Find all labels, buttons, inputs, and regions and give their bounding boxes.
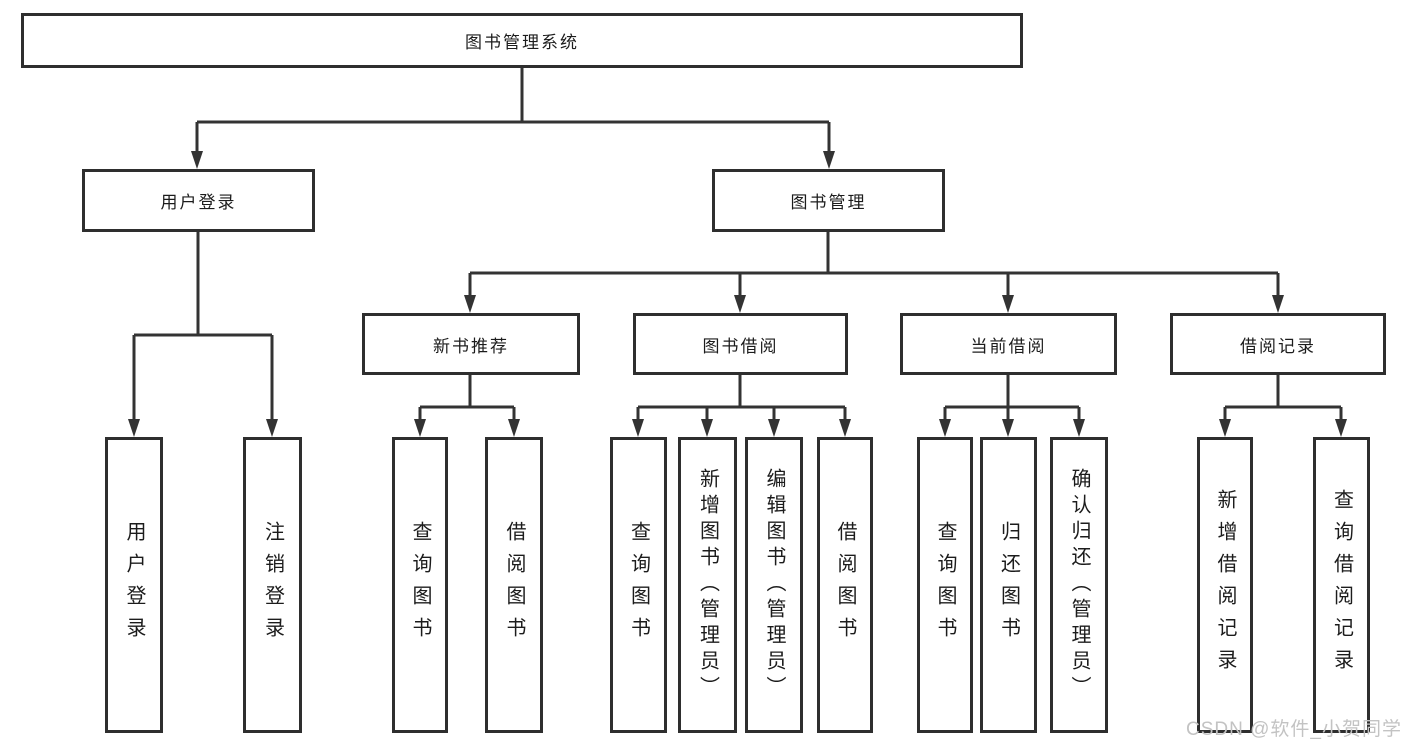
leaf-borrow-books-2: 借阅图书 <box>817 437 873 733</box>
connector-borrow-records <box>1219 375 1347 437</box>
leaf-query-books-2-label: 查询图书 <box>627 521 650 649</box>
node-root: 图书管理系统 <box>21 13 1023 68</box>
connector-current-borrow <box>939 375 1085 437</box>
leaf-edit-book-admin: 编辑图书（管理员） <box>745 437 803 733</box>
node-book-borrow: 图书借阅 <box>633 313 848 375</box>
leaf-add-borrow-record-label: 新增借阅记录 <box>1214 489 1236 681</box>
connector-book-management <box>464 232 1284 313</box>
leaf-query-borrow-record: 查询借阅记录 <box>1313 437 1370 733</box>
leaf-edit-book-admin-label: 编辑图书（管理员） <box>763 468 785 702</box>
node-book-borrow-label: 图书借阅 <box>702 336 779 356</box>
node-book-management-label: 图书管理 <box>790 193 867 212</box>
node-borrow-records: 借阅记录 <box>1170 313 1386 375</box>
connector-new-book-recommend <box>414 375 520 437</box>
node-root-label: 图书管理系统 <box>465 33 579 52</box>
leaf-borrow-books-1: 借阅图书 <box>485 437 543 733</box>
leaf-user-login-label: 用户登录 <box>123 521 145 649</box>
leaf-return-book: 归还图书 <box>980 437 1037 733</box>
node-user-login: 用户登录 <box>82 169 315 232</box>
leaf-query-borrow-record-label: 查询借阅记录 <box>1330 489 1353 681</box>
leaf-return-book-label: 归还图书 <box>997 521 1020 649</box>
leaf-confirm-return-admin-label: 确认归还（管理员） <box>1068 468 1090 702</box>
connector-user-login <box>128 232 278 437</box>
leaf-query-books-3-label: 查询图书 <box>934 521 956 649</box>
leaf-user-login: 用户登录 <box>105 437 163 733</box>
leaf-query-books-1-label: 查询图书 <box>409 521 431 649</box>
leaf-query-books-3: 查询图书 <box>917 437 973 733</box>
leaf-add-borrow-record: 新增借阅记录 <box>1197 437 1253 733</box>
node-new-book-recommend-label: 新书推荐 <box>433 336 509 356</box>
leaf-borrow-books-1-label: 借阅图书 <box>503 521 525 649</box>
leaf-logout-label: 注销登录 <box>261 521 284 649</box>
node-borrow-records-label: 借阅记录 <box>1240 336 1316 356</box>
watermark-text: CSDN @软件_小贺同学 <box>1186 719 1402 740</box>
leaf-logout: 注销登录 <box>243 437 302 733</box>
leaf-borrow-books-2-label: 借阅图书 <box>834 521 856 649</box>
leaf-add-book-admin-label: 新增图书（管理员） <box>696 468 719 702</box>
connector-root <box>191 68 835 169</box>
leaf-query-books-1: 查询图书 <box>392 437 448 733</box>
node-current-borrow: 当前借阅 <box>900 313 1117 375</box>
node-current-borrow-label: 当前借阅 <box>970 336 1047 356</box>
node-book-management: 图书管理 <box>712 169 945 232</box>
leaf-query-books-2: 查询图书 <box>610 437 667 733</box>
leaf-confirm-return-admin: 确认归还（管理员） <box>1050 437 1108 733</box>
node-new-book-recommend: 新书推荐 <box>362 313 580 375</box>
leaf-add-book-admin: 新增图书（管理员） <box>678 437 737 733</box>
node-user-login-label: 用户登录 <box>160 193 237 212</box>
connector-book-borrow <box>632 375 851 437</box>
